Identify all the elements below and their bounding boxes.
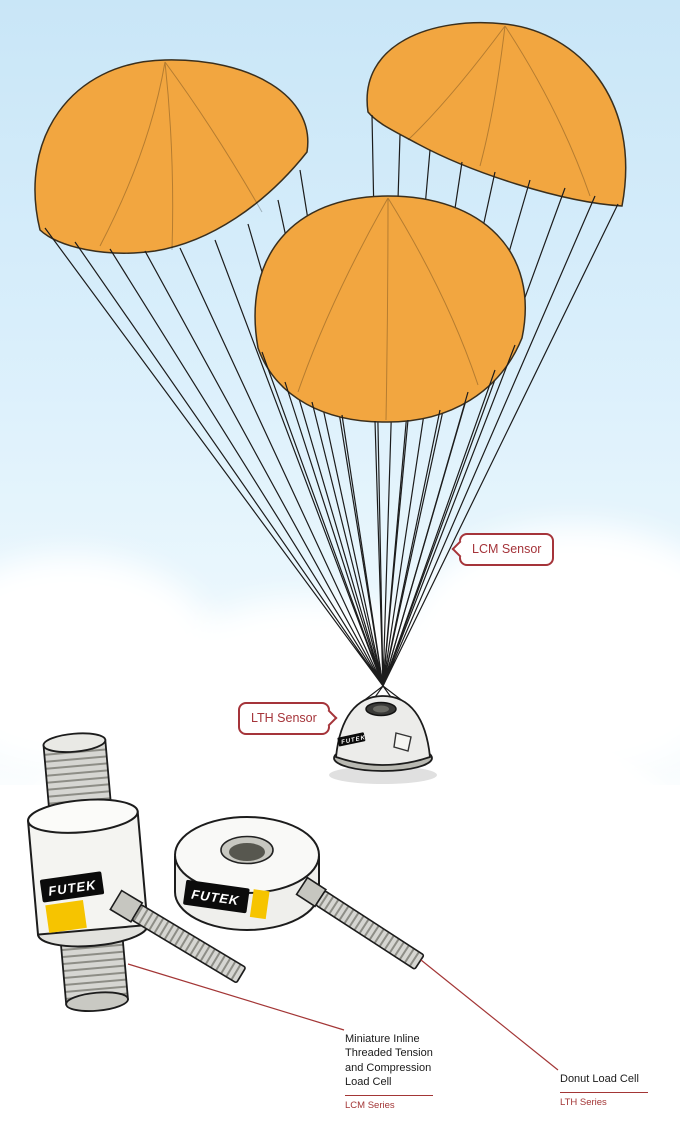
futek-logo-lcm-text: FUTEK <box>47 877 98 899</box>
futek-logo-capsule-text: FUTEK <box>341 735 367 746</box>
futek-logo-donut: FUTEK <box>183 879 270 920</box>
parachute-canopy-right <box>366 21 627 207</box>
leader-line-lcm <box>127 963 345 1031</box>
product-label-lcm: Miniature Inline Threaded Tension and Co… <box>345 1032 443 1113</box>
callout-lth-sensor-label: LTH Sensor <box>251 711 317 725</box>
suspension-lines-front <box>261 344 516 703</box>
product-label-lth: Donut Load Cell LTH Series <box>560 1072 670 1110</box>
product-series-lth: LTH Series <box>560 1097 607 1109</box>
label-divider <box>345 1095 433 1097</box>
parachute-canopy-left <box>34 59 309 254</box>
capsule-shadow <box>329 766 437 784</box>
capsule-hatch-inner <box>373 705 389 713</box>
donut-bore-hole <box>229 843 265 861</box>
product-name-lth: Donut Load Cell <box>560 1073 639 1085</box>
callout-lth-sensor: LTH Sensor <box>238 702 338 735</box>
lcm-threaded-stud <box>109 889 246 983</box>
futek-logo-lcm: FUTEK <box>39 871 105 934</box>
capsule-window <box>393 732 412 752</box>
product-series-lcm: LCM Series <box>345 1100 395 1112</box>
futek-logo-donut-text: FUTEK <box>190 887 241 909</box>
yellow-block-lcm <box>45 900 87 934</box>
lcm-load-cell: FUTEK <box>26 732 149 1012</box>
callout-lcm-sensor: LCM Sensor <box>451 533 555 566</box>
yellow-stripe-donut <box>249 889 270 920</box>
lth-threaded-stud <box>295 876 425 970</box>
product-name-lcm: Miniature Inline Threaded Tension and Co… <box>345 1033 433 1088</box>
futek-logo-capsule: FUTEK <box>337 732 367 747</box>
parachute-canopy-center <box>254 195 527 423</box>
space-capsule: FUTEK <box>329 695 437 784</box>
callout-lcm-sensor-label: LCM Sensor <box>472 542 542 556</box>
label-divider <box>560 1092 648 1094</box>
leader-line-lth <box>420 959 559 1071</box>
donut-load-cell: FUTEK <box>174 816 320 931</box>
